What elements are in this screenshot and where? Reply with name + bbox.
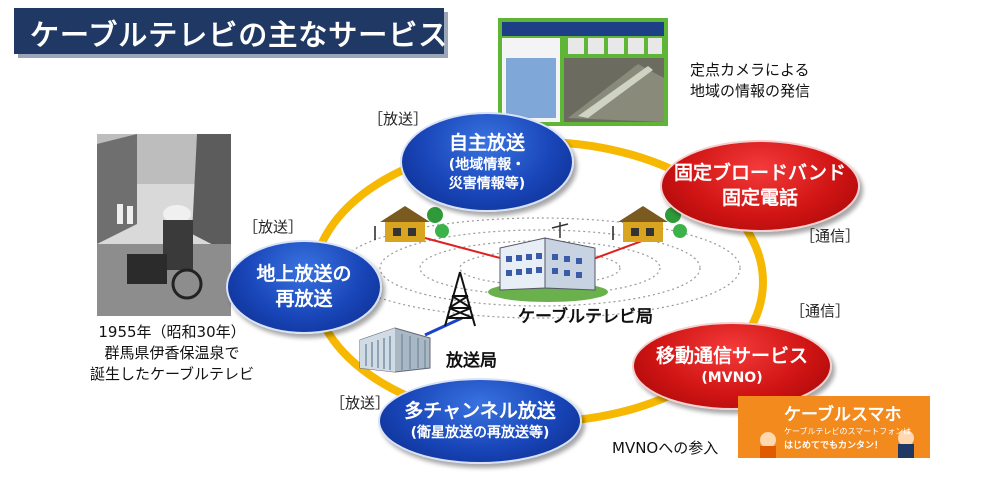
page-title: ケーブルテレビの主なサービス: [30, 18, 449, 52]
mvno-logo-text: ケーブルスマホ: [784, 405, 902, 425]
service-bubble-multichannel: 多チャンネル放送 (衛星放送の再放送等): [378, 378, 582, 464]
historic-photo: [97, 134, 231, 316]
house-icon-left: [374, 206, 449, 242]
tag-broadcast: ［放送］: [368, 110, 429, 128]
mvno-banner-line: はじめてでもカンタン！: [784, 441, 884, 451]
photo-caption-line: 群馬県伊香保温泉で: [104, 344, 240, 362]
tag-communication: ［通信］: [790, 302, 851, 320]
cable-tv-station-icon: [488, 222, 608, 302]
service-title: 地上放送の: [256, 263, 352, 285]
photo-caption-line: 1955年（昭和30年）: [98, 323, 246, 341]
tag-broadcast: ［放送］: [330, 394, 391, 412]
service-bubble-fixed-broadband: 固定ブロードバンド 固定電話: [660, 140, 860, 232]
service-subtitle: (衛星放送の再放送等): [410, 425, 550, 441]
service-title: 多チャンネル放送: [404, 400, 556, 422]
station-link: [424, 316, 463, 337]
camera-caption: 定点カメラによる 地域の情報の発信: [690, 60, 810, 102]
photo-caption-line: 誕生したケーブルテレビ: [89, 365, 255, 383]
service-title: 自主放送: [448, 131, 525, 154]
service-title: 固定電話: [721, 187, 798, 209]
tag-communication: ［通信］: [800, 227, 861, 245]
camera-screen-image: [498, 18, 668, 126]
service-title: 移動通信サービス: [655, 345, 808, 367]
tag-broadcast: ［放送］: [243, 218, 304, 236]
broadcast-station-label: 放送局: [446, 351, 497, 371]
service-bubble-jishu-hoso: 自主放送 (地域情報・ 災害情報等): [400, 112, 574, 212]
service-bubble-chijo-saihoso: 地上放送の 再放送: [226, 240, 382, 334]
cable-tv-station-label: ケーブルテレビ局: [518, 307, 653, 327]
service-subtitle: 災害情報等): [448, 175, 526, 192]
service-title: 固定ブロードバンド: [674, 162, 846, 184]
camera-caption-line: 地域の情報の発信: [690, 82, 811, 100]
camera-caption-line: 定点カメラによる: [690, 61, 810, 79]
broadcast-tower-icon: [444, 271, 476, 327]
mvno-banner: ケーブルスマホ ケーブルテレビのスマートフォンは はじめてでもカンタン！: [738, 396, 930, 458]
service-subtitle: (MVNO): [701, 370, 763, 386]
photo-caption: 1955年（昭和30年） 群馬県伊香保温泉で 誕生したケーブルテレビ: [86, 322, 258, 385]
title-banner: [14, 8, 444, 54]
service-subtitle: (地域情報・: [448, 156, 526, 173]
mvno-banner-line: ケーブルテレビのスマートフォンは: [784, 427, 912, 436]
mvno-caption: MVNOへの参入: [612, 439, 719, 457]
mvno-banner-graphic: [738, 396, 930, 458]
broadcast-station-building-icon: [359, 327, 431, 373]
service-title: 再放送: [275, 288, 333, 310]
service-bubble-mobile: 移動通信サービス (MVNO): [632, 322, 832, 410]
